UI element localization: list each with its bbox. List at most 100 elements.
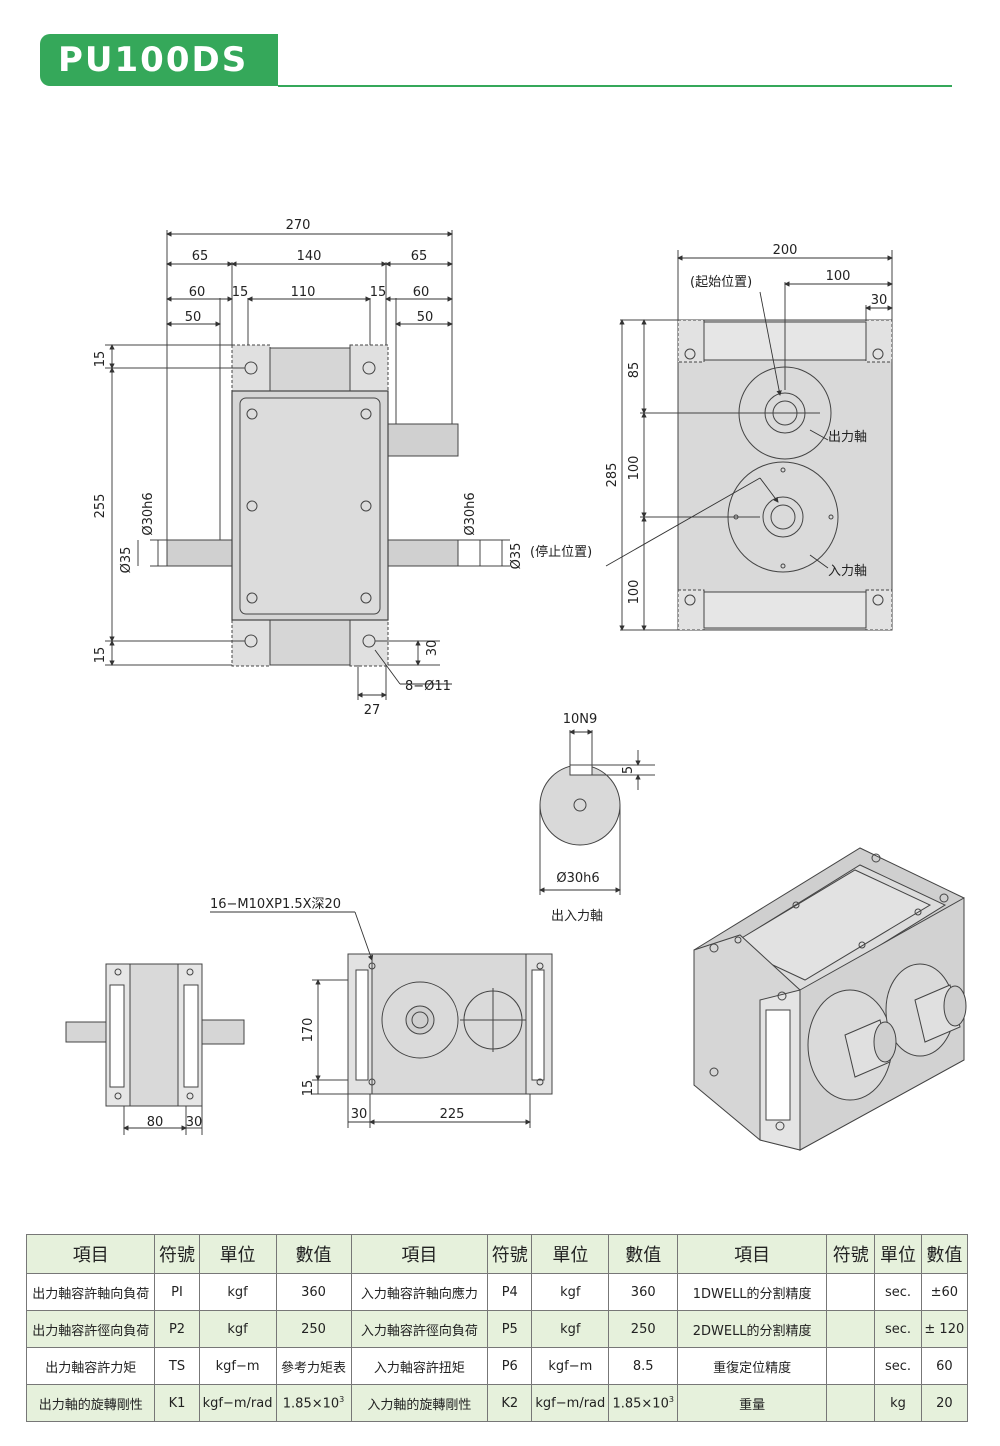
svg-text:285: 285 bbox=[605, 463, 620, 488]
table-row: 出力軸的旋轉剛性 K1 kgf−m/rad 1.85×103 入力軸的旋轉剛性 … bbox=[25, 1384, 969, 1422]
table-cell bbox=[826, 1384, 876, 1422]
svg-text:170: 170 bbox=[301, 1018, 316, 1043]
isometric-view bbox=[693, 847, 967, 1151]
table-cell: kgf bbox=[198, 1310, 277, 1348]
table-cell: P5 bbox=[487, 1310, 533, 1348]
table-cell: kgf bbox=[531, 1310, 610, 1348]
table-cell bbox=[826, 1273, 876, 1311]
table-cell: 250 bbox=[275, 1310, 352, 1348]
table-cell: 入力軸的旋轉剛性 bbox=[350, 1384, 489, 1422]
table-cell: 2DWELL的分割精度 bbox=[677, 1310, 828, 1348]
table-cell: 入力軸容許軸向應力 bbox=[350, 1273, 489, 1311]
table-cell: 250 bbox=[608, 1310, 679, 1348]
svg-text:80: 80 bbox=[147, 1115, 164, 1130]
table-cell: sec. bbox=[874, 1347, 922, 1385]
header-item: 項目 bbox=[25, 1234, 156, 1274]
svg-text:60: 60 bbox=[189, 285, 206, 300]
header-value: 數值 bbox=[920, 1234, 969, 1274]
front-view bbox=[105, 230, 510, 700]
header-symbol: 符號 bbox=[826, 1234, 876, 1274]
header-unit: 單位 bbox=[531, 1234, 610, 1274]
svg-text:100: 100 bbox=[826, 269, 851, 284]
table-cell: 入力軸容許徑向負荷 bbox=[350, 1310, 489, 1348]
table-cell: 1DWELL的分割精度 bbox=[677, 1273, 828, 1311]
header-unit: 單位 bbox=[874, 1234, 922, 1274]
svg-text:入力軸: 入力軸 bbox=[828, 564, 867, 579]
svg-text:Ø35: Ø35 bbox=[119, 547, 134, 574]
svg-text:30: 30 bbox=[871, 293, 888, 308]
header-symbol: 符號 bbox=[154, 1234, 200, 1274]
svg-text:65: 65 bbox=[192, 249, 209, 264]
svg-text:Ø35: Ø35 bbox=[509, 543, 524, 570]
svg-text:5: 5 bbox=[621, 766, 636, 774]
table-cell: 出力軸容許力矩 bbox=[25, 1347, 156, 1385]
table-cell: 1.85×103 bbox=[608, 1384, 679, 1422]
front-dimension-lines bbox=[109, 231, 503, 698]
stiffness-value: 1.85×10 bbox=[612, 1396, 669, 1412]
side-dimension-lines bbox=[605, 255, 893, 631]
table-row: 出力軸容許力矩 TS kgf−m 參考力矩表 入力軸容許扭矩 P6 kgf−m … bbox=[25, 1347, 969, 1385]
table-cell: 出力軸容許徑向負荷 bbox=[25, 1310, 156, 1348]
svg-text:30: 30 bbox=[186, 1115, 203, 1130]
shaft-section bbox=[539, 730, 655, 895]
bottom-view bbox=[65, 963, 245, 1135]
side-view bbox=[620, 250, 893, 631]
table-cell bbox=[826, 1347, 876, 1385]
shaft-text: 10N9 5 Ø30h6 出入力軸 bbox=[551, 712, 636, 924]
table-cell: P4 bbox=[487, 1273, 533, 1311]
table-cell: kgf−m bbox=[531, 1347, 610, 1385]
table-cell: kgf bbox=[198, 1273, 277, 1311]
rear-view bbox=[312, 953, 553, 1128]
table-row: 出力軸容許徑向負荷 P2 kgf 250 入力軸容許徑向負荷 P5 kgf 25… bbox=[25, 1310, 969, 1348]
table-cell: sec. bbox=[874, 1273, 922, 1311]
svg-text:60: 60 bbox=[413, 285, 430, 300]
svg-text:Ø30h6: Ø30h6 bbox=[141, 492, 156, 535]
svg-text:15: 15 bbox=[370, 285, 387, 300]
svg-text:(停止位置): (停止位置) bbox=[530, 544, 592, 560]
technical-drawing: 270 65 140 65 60 15 110 15 60 50 50 15 2… bbox=[65, 218, 967, 1151]
table-cell: PI bbox=[154, 1273, 200, 1311]
title-underline bbox=[278, 85, 952, 87]
table-cell: 8.5 bbox=[608, 1347, 679, 1385]
svg-text:15: 15 bbox=[232, 285, 249, 300]
svg-text:27: 27 bbox=[364, 703, 381, 718]
table-cell: kgf−m bbox=[198, 1347, 277, 1385]
svg-text:100: 100 bbox=[627, 580, 642, 605]
front-dimension-text: 270 65 140 65 60 15 110 15 60 50 50 15 2… bbox=[93, 218, 592, 718]
svg-text:出入力軸: 出入力軸 bbox=[551, 909, 603, 924]
svg-text:50: 50 bbox=[185, 310, 202, 325]
svg-text:140: 140 bbox=[297, 249, 322, 264]
table-cell: sec. bbox=[874, 1310, 922, 1348]
table-cell: kgf bbox=[531, 1273, 610, 1311]
svg-text:225: 225 bbox=[440, 1107, 465, 1122]
svg-text:270: 270 bbox=[286, 218, 311, 233]
svg-text:30: 30 bbox=[425, 640, 440, 657]
header-unit: 單位 bbox=[198, 1234, 277, 1274]
svg-text:255: 255 bbox=[93, 494, 108, 519]
table-cell: 1.85×103 bbox=[275, 1384, 352, 1422]
side-dimension-text: 200 100 30 (起始位置) 285 85 100 100 出力軸 入力軸 bbox=[605, 243, 887, 604]
header-item: 項目 bbox=[677, 1234, 828, 1274]
exponent: 3 bbox=[668, 1394, 674, 1404]
spec-table: 項目 符號 單位 數值 項目 符號 單位 數值 項目 符號 單位 數值 出力軸容… bbox=[25, 1234, 969, 1422]
svg-text:85: 85 bbox=[627, 362, 642, 379]
title-badge bbox=[40, 34, 278, 86]
svg-text:110: 110 bbox=[291, 285, 316, 300]
rear-dimension-lines bbox=[210, 911, 531, 1125]
rear-text: 16−M10XP1.5X深20 170 15 30 225 bbox=[210, 897, 464, 1122]
table-cell: 重量 bbox=[677, 1384, 828, 1422]
svg-text:8−Ø11: 8−Ø11 bbox=[405, 679, 451, 694]
shaft-dimension-lines bbox=[539, 729, 641, 893]
stiffness-value: 1.85×10 bbox=[282, 1396, 340, 1412]
svg-text:10N9: 10N9 bbox=[563, 712, 598, 727]
table-header-row: 項目 符號 單位 數值 項目 符號 單位 數值 項目 符號 單位 數值 bbox=[25, 1234, 969, 1274]
header-value: 數值 bbox=[608, 1234, 679, 1274]
svg-text:15: 15 bbox=[301, 1080, 316, 1097]
table-cell: 20 bbox=[920, 1384, 969, 1422]
svg-text:Ø30h6: Ø30h6 bbox=[556, 871, 599, 886]
table-cell: kg bbox=[874, 1384, 922, 1422]
table-cell: 360 bbox=[608, 1273, 679, 1311]
table-cell: 出力軸容許軸向負荷 bbox=[25, 1273, 156, 1311]
table-cell: ± 120 bbox=[920, 1310, 969, 1348]
table-cell: 60 bbox=[920, 1347, 969, 1385]
